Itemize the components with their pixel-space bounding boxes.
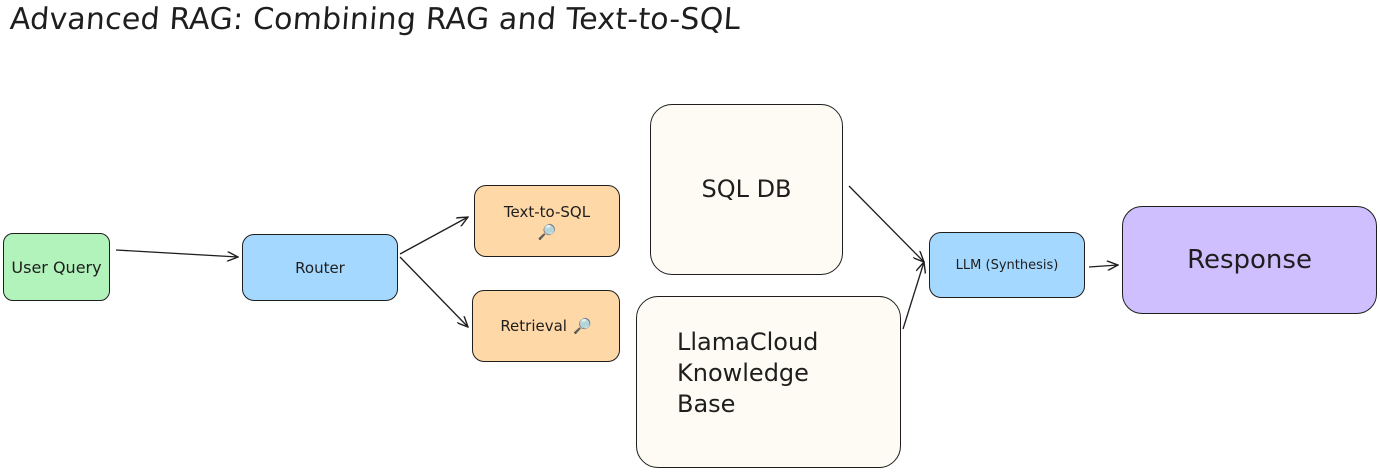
node-retrieval: Retrieval 🔎 [472, 290, 620, 362]
node-sql-db-label: SQL DB [701, 175, 792, 203]
magnifier-icon: 🔎 [537, 222, 557, 241]
node-response-label: Response [1187, 245, 1312, 275]
node-llamacloud-knowledge-base: LlamaCloud Knowledge Base [636, 296, 901, 468]
node-llm-synthesis: LLM (Synthesis) [929, 232, 1085, 298]
edge-llm-to-response [1088, 265, 1118, 267]
node-text-to-sql-label: Text-to-SQL [503, 202, 591, 221]
node-router-label: Router [295, 258, 345, 277]
node-text-to-sql: Text-to-SQL 🔎 [474, 185, 620, 257]
edge-router-to-retrieval [399, 256, 468, 327]
node-response: Response [1122, 206, 1377, 314]
node-llm-label: LLM (Synthesis) [955, 257, 1059, 273]
node-llamacloud-label: LlamaCloud Knowledge Base [677, 328, 819, 419]
edge-user-query-to-router [115, 249, 238, 257]
node-user-query: User Query [3, 233, 110, 301]
edge-llamacloud-to-llm [902, 262, 924, 330]
magnifier-icon: 🔎 [572, 316, 592, 335]
edge-sql-db-to-llm [848, 185, 924, 262]
node-retrieval-label: Retrieval [500, 317, 567, 335]
node-router: Router [242, 234, 398, 301]
edge-router-to-text-to-sql [399, 217, 468, 255]
diagram-title: Advanced RAG: Combining RAG and Text-to-… [8, 2, 742, 37]
node-sql-db: SQL DB [650, 104, 843, 275]
node-user-query-label: User Query [11, 257, 102, 277]
